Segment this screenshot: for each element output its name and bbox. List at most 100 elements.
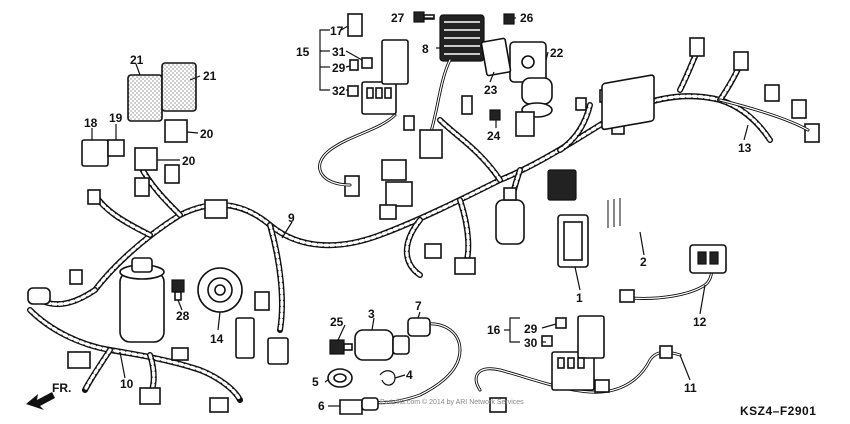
- connector: [689, 37, 705, 57]
- callout-3: 3: [368, 307, 375, 321]
- callout-5: 5: [312, 375, 319, 389]
- connector: [733, 51, 749, 71]
- sub-wire-harness-11: [474, 350, 682, 394]
- fuse-box-1: [557, 214, 589, 268]
- connector: [204, 199, 228, 219]
- connector-19: [107, 139, 125, 157]
- callout-14: 14: [210, 332, 224, 346]
- relay-20-a: [164, 119, 188, 143]
- connector: [381, 159, 407, 181]
- turn-signal-relay: [515, 77, 553, 137]
- callout-32: 32: [332, 84, 346, 98]
- watermark: Partzilla.com © 2014 by ARI Network Serv…: [380, 398, 524, 406]
- callout-29: 29: [332, 61, 346, 75]
- connector: [403, 115, 415, 131]
- connector: [379, 204, 397, 220]
- callout-2: 2: [640, 255, 647, 269]
- callout-26: 26: [520, 11, 534, 25]
- callout-12: 12: [693, 315, 707, 329]
- callout-6: 6: [318, 399, 325, 413]
- callout-27: 27: [391, 11, 405, 25]
- connector: [461, 95, 473, 115]
- front-direction-arrow: FR.: [26, 381, 71, 410]
- callout-19: 19: [109, 111, 123, 125]
- relay-20-b: [134, 147, 158, 171]
- callout-13: 13: [738, 141, 752, 155]
- relay-21-b: [161, 62, 197, 112]
- connector: [575, 97, 587, 111]
- callout-29: 29: [524, 322, 538, 336]
- connector-block: [547, 169, 577, 201]
- callout-21: 21: [203, 69, 217, 83]
- callout-1: 1: [576, 291, 583, 305]
- connector: [67, 351, 91, 369]
- bolt-27: [413, 11, 435, 23]
- callout-9: 9: [288, 211, 295, 225]
- connector: [454, 257, 476, 275]
- callout-16: 16: [487, 323, 501, 337]
- callout-4: 4: [406, 368, 413, 382]
- connector: [424, 243, 442, 259]
- sub-wire-12: [619, 244, 727, 303]
- connector: [385, 181, 413, 207]
- spark-plug-wire-7: [368, 317, 462, 405]
- bracket-22: [509, 41, 547, 83]
- callout-20: 20: [182, 154, 196, 168]
- bolt-24: [489, 109, 501, 121]
- connector: [134, 177, 150, 197]
- fuse-box-15: [347, 39, 409, 115]
- ignition-coil: [119, 257, 165, 343]
- callout-20: 20: [200, 127, 214, 141]
- connector: [419, 129, 443, 159]
- connector: [171, 347, 189, 361]
- callout-labels: 21 21 18 19 20 20 9 10 14 28 3 7 25 5 4 …: [84, 11, 752, 413]
- diagram-code: KSZ4–F2901: [740, 404, 816, 418]
- connector: [209, 397, 229, 413]
- connector: [659, 345, 673, 359]
- callout-28: 28: [176, 309, 190, 323]
- ignition-coil-center: [495, 187, 525, 245]
- callout-23: 23: [484, 83, 498, 97]
- callout-24: 24: [487, 129, 501, 143]
- fuse-cover-17: [347, 13, 363, 37]
- callout-7: 7: [415, 299, 422, 313]
- relay-21-a: [127, 74, 163, 122]
- callout-10: 10: [120, 377, 134, 391]
- callout-22: 22: [550, 46, 564, 60]
- clip-4: [379, 370, 396, 386]
- callout-21: 21: [130, 53, 144, 67]
- front-label: FR.: [52, 381, 71, 395]
- connector: [87, 189, 101, 205]
- bolt-28: [171, 279, 185, 301]
- connector: [489, 397, 507, 413]
- leader-lines: [91, 17, 749, 407]
- grommet-5: [327, 368, 353, 388]
- callout-25: 25: [330, 315, 344, 329]
- callout-15: 15: [296, 45, 310, 59]
- plug-cap-left: [27, 269, 83, 305]
- sensor-3: [354, 329, 410, 361]
- plug-cap-6: [339, 397, 379, 415]
- bolt-26: [503, 13, 515, 25]
- connector: [139, 387, 161, 405]
- plate-23: [480, 37, 512, 77]
- callout-31: 31: [332, 45, 346, 59]
- connector: [791, 99, 807, 119]
- callout-8: 8: [422, 42, 429, 56]
- callout-30: 30: [524, 336, 538, 350]
- callout-11: 11: [684, 381, 697, 395]
- fuse-box-16: [541, 315, 605, 391]
- connector: [804, 123, 820, 143]
- connector: [594, 379, 610, 393]
- bolt-25: [329, 339, 353, 355]
- connector: [164, 164, 180, 184]
- relay-18: [81, 139, 109, 167]
- main-wire-harness: [92, 42, 773, 333]
- callout-17: 17: [330, 24, 344, 38]
- control-unit-2: [601, 74, 655, 228]
- horn-14: [197, 267, 289, 365]
- connector: [764, 84, 780, 102]
- callout-18: 18: [84, 116, 98, 130]
- regulator-rectifier-8: [439, 14, 485, 62]
